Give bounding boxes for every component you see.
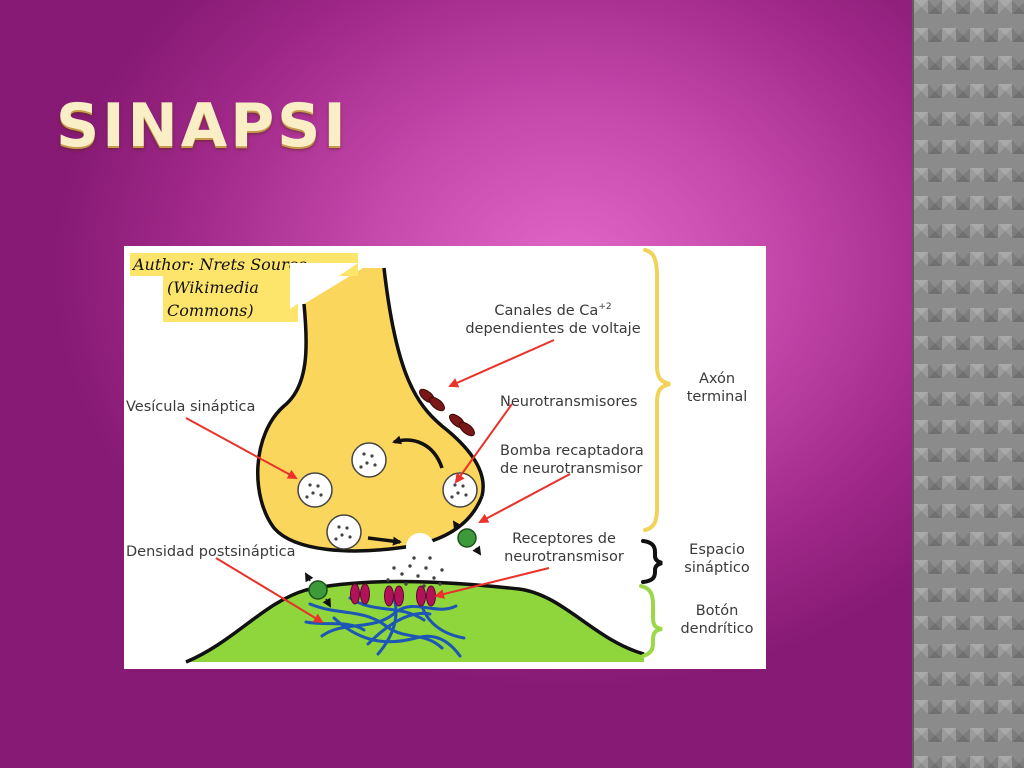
label-postsynaptic-density: Densidad postsináptica (126, 544, 296, 560)
label-neurotransmitters: Neurotransmisores (500, 394, 638, 410)
slide-title: SINAPSI (56, 91, 349, 161)
label-dendritic-button: Botón dendrítico (680, 603, 754, 637)
label-axon-terminal: Axón terminal (686, 371, 748, 405)
fusing-vesicle (406, 533, 434, 561)
brace-synaptic-cleft (641, 539, 663, 584)
receptors (350, 583, 436, 607)
pointer-arrows (185, 339, 571, 624)
label-reuptake-pump: Bomba recaptadora de neurotransmisor (500, 443, 644, 477)
side-pattern-strip (912, 0, 1024, 768)
released-neurotransmitters (386, 556, 444, 588)
author-credit: Author: Nrets Source (Wikimedia Commons) (130, 253, 358, 322)
brace-dendritic-button (639, 584, 663, 658)
dendritic-spine (186, 581, 644, 662)
synapse-diagram (124, 246, 766, 669)
synapse-drawing (185, 248, 671, 664)
vesicle-recycle-arrow (392, 435, 444, 469)
reuptake-pump-postsynaptic (308, 580, 328, 600)
credit-pointer (290, 263, 358, 309)
vesicle-docking-arrow (367, 536, 402, 546)
reuptake-pump-presynaptic (457, 528, 477, 548)
postsynaptic-filaments (304, 596, 466, 658)
credit-line-2: (Wikimedia (167, 278, 259, 297)
credit-line-3: Commons) (167, 301, 254, 320)
dendritic-spine-outline (185, 579, 645, 664)
label-receptors: Receptores de neurotransmisor (504, 531, 624, 565)
vesicle-neurotransmitters (305, 452, 468, 541)
axon-membrane-right (382, 267, 485, 497)
brace-axon-terminal (643, 248, 671, 532)
label-synaptic-vesicle: Vesícula sináptica (126, 399, 256, 415)
label-ca-channels: Canales de Ca+2 dependientes de voltaje (465, 302, 641, 337)
label-synaptic-cleft: Espacio sináptico (684, 542, 750, 576)
ca-channels (419, 388, 475, 437)
credit-line-1: Author: Nrets Source (133, 255, 308, 274)
